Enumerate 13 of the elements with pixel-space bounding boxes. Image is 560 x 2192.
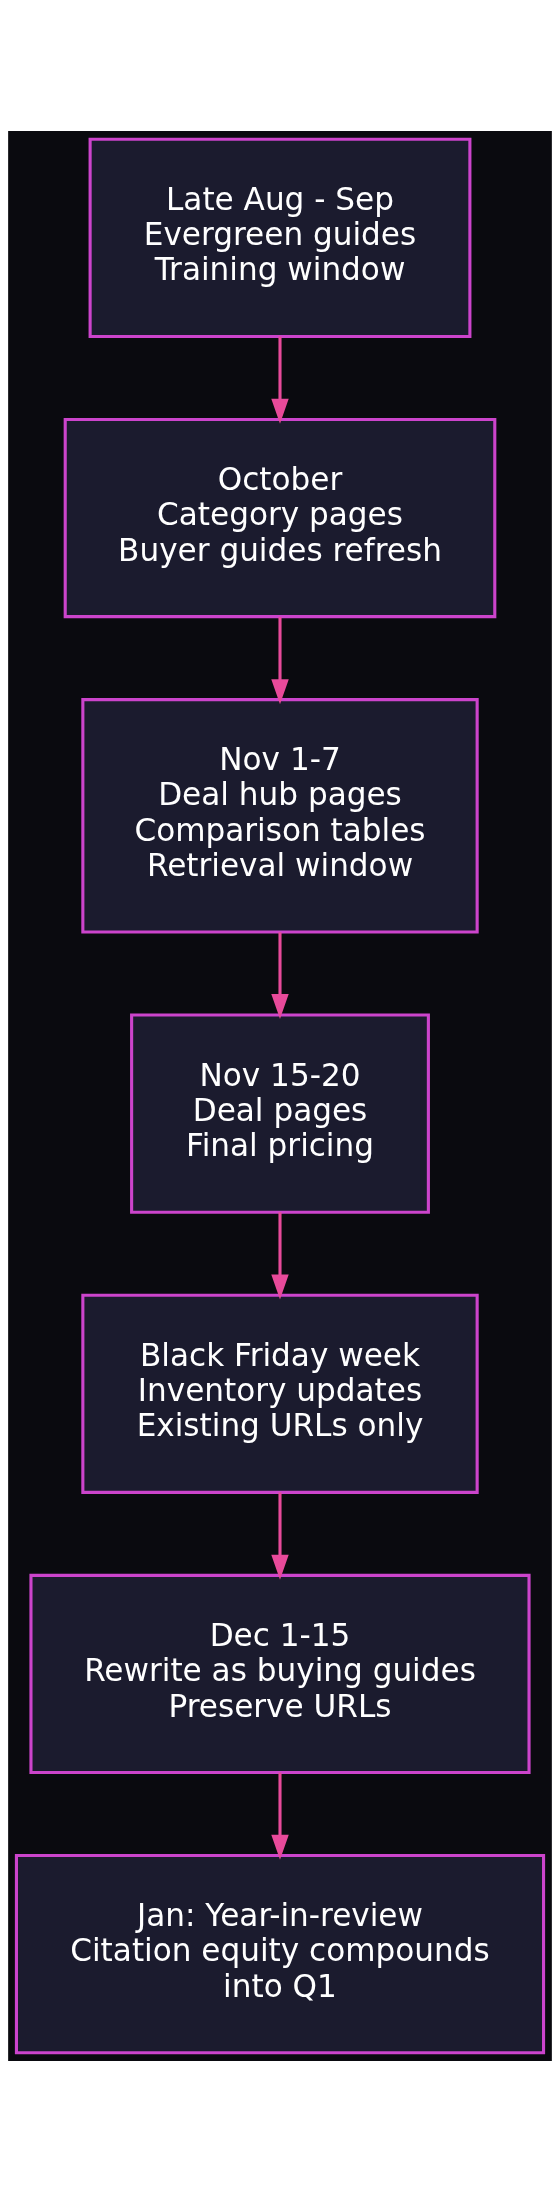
arrow <box>271 932 289 1019</box>
arrow <box>271 1772 289 1860</box>
node-box: Dec 1-15 Rewrite as buying guides Preserve URLs <box>29 1573 531 1775</box>
arrow <box>271 617 289 705</box>
node-box: Late Aug - Sep Evergreen guides Training window <box>88 137 472 338</box>
node-box: Black Friday week Inventory updates Existing URLs only <box>81 1293 479 1494</box>
arrow <box>271 336 289 424</box>
arrow <box>271 1212 289 1300</box>
node-box: October Category pages Buyer guides refresh <box>63 417 497 619</box>
node-box: Nov 1-7 Deal hub pages Comparison tables Retrieval window <box>81 698 479 934</box>
arrow <box>271 1492 289 1580</box>
node-box: Nov 15-20 Deal pages Final pricing <box>130 1013 430 1214</box>
node-box: Jan: Year-in-review Citation equity compounds into Q1 <box>14 1854 546 2055</box>
